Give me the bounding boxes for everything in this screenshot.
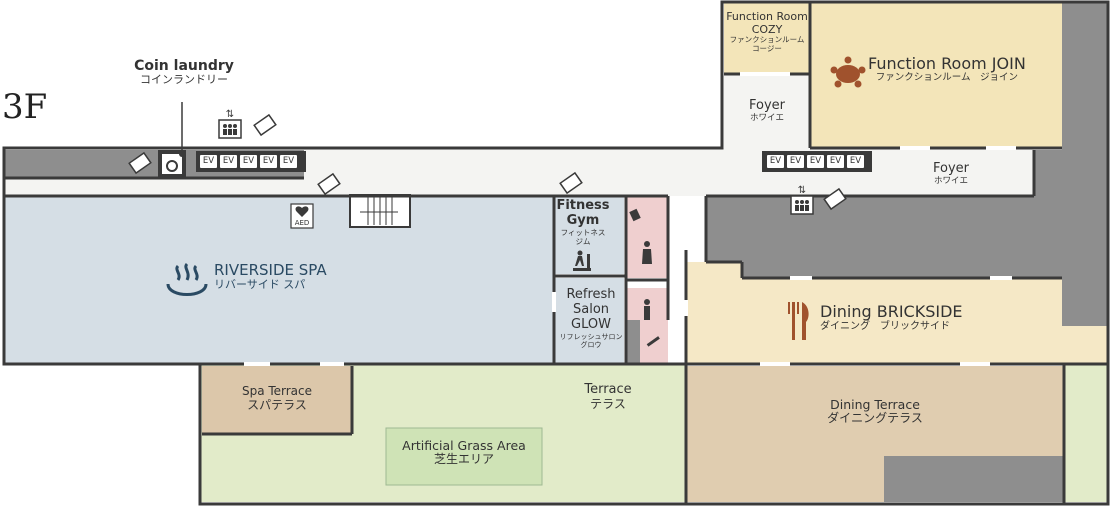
salon-jp: リフレッシュサロン グロウ [559, 332, 623, 349]
treadmill-icon [573, 250, 591, 271]
function-cozy-en1: Function Room [726, 10, 808, 23]
fork-knife-icon [788, 302, 809, 340]
spa-terrace-label: Spa Terrace スパテラス [202, 384, 352, 413]
middle-service-core [706, 196, 1062, 278]
dining-terrace-label: Dining Terrace ダイニングテラス [800, 397, 950, 426]
salon-en2: Salon [572, 301, 610, 317]
refresh-salon-room [554, 278, 624, 364]
dining-brickside-area [686, 262, 1108, 364]
artificial-grass-area [385, 427, 543, 486]
door-openings [244, 72, 1016, 366]
foyer-top-label: Foyer ホワイエ [736, 98, 798, 124]
elevator-right-3: EV [807, 155, 824, 168]
elevator-left-4: EV [260, 155, 277, 168]
spa-terrace-jp: スパテラス [247, 397, 307, 412]
gym-en2: Gym [566, 212, 600, 228]
dining-terrace-jp: ダイニングテラス [827, 411, 923, 426]
dining-label: Dining BRICKSIDE ダイニング ブリックサイド [820, 302, 963, 333]
spa-terrace-en: Spa Terrace [241, 384, 313, 398]
elevator-right-2: EV [787, 155, 804, 168]
gym-label: Fitness Gym フィットネス ジム [554, 198, 612, 246]
spa-en: RIVERSIDE SPA [214, 261, 327, 279]
riverside-spa-area [4, 196, 554, 364]
key-card-icons [128, 113, 847, 211]
coin-laundry-jp: コインランドリー [140, 73, 228, 87]
dining-jp: ダイニング ブリックサイド [820, 321, 950, 333]
dining-terrace-en: Dining Terrace [830, 397, 920, 412]
elevator-right-1: EV [767, 155, 784, 168]
onsen-icon [166, 262, 208, 296]
svg-text:⇅: ⇅ [798, 185, 806, 196]
foyer-right-jp: ホワイエ [934, 175, 968, 186]
spa-terrace-area [202, 366, 352, 434]
spa-label: RIVERSIDE SPA リバーサイド スパ [214, 261, 327, 292]
function-join-label: Function Room JOIN ファンクションルーム ジョイン [868, 54, 1026, 84]
elevator-right-4: EV [827, 155, 844, 168]
laundry-leader-dot [179, 151, 185, 157]
restroom-upper [626, 196, 668, 278]
elevator-left-3: EV [240, 155, 257, 168]
function-cozy-en2: COZY [751, 22, 783, 36]
elevator-left-2: EV [220, 155, 237, 168]
gym-jp: フィットネス ジム [560, 227, 606, 246]
terrace-label: Terrace テラス [568, 382, 648, 412]
function-join-en: Function Room JOIN [868, 54, 1026, 73]
foyer-right-label: Foyer ホワイエ [920, 161, 982, 187]
coin-laundry-en: Coin laundry [134, 58, 234, 74]
stairs-steps [360, 197, 398, 225]
foyer-top-en: Foyer [748, 98, 785, 113]
elevator-left-5: EV [280, 155, 297, 168]
aed-label: AED [294, 219, 310, 227]
coin-laundry-label: Coin laundry コインランドリー [122, 58, 246, 87]
grass-en: Artificial Grass Area [402, 438, 526, 453]
elevator-right-5: EV [847, 155, 864, 168]
function-join-jp: ファンクションルーム ジョイン [875, 72, 1018, 84]
dining-terrace-core [884, 456, 1064, 502]
floor-number: 3F [2, 87, 48, 127]
washing-machine-door [166, 160, 178, 172]
grass-jp: 芝生エリア [433, 452, 494, 467]
terrace-en: Terrace [584, 382, 632, 397]
salon-en1: Refresh [566, 287, 616, 302]
aed-icon [290, 203, 314, 229]
smoking-room [640, 326, 668, 364]
spa-jp: リバーサイド スパ [214, 278, 306, 292]
elevator-left-1: EV [200, 155, 217, 168]
restroom-icons [629, 208, 660, 347]
elevator-icon-left: ⇅ [218, 109, 242, 139]
function-cozy-jp: ファンクションルーム コージー [729, 35, 805, 53]
restroom-pipe-shaft [626, 320, 640, 364]
terrace-east-strip [1064, 364, 1108, 502]
function-room-cozy [724, 2, 810, 74]
svg-text:⇅: ⇅ [226, 109, 234, 120]
right-service-core [1034, 2, 1108, 326]
salon-en3: GLOW [571, 316, 611, 332]
gym-en1: Fitness [556, 198, 610, 213]
terrace-jp: テラス [590, 396, 626, 411]
dining-en: Dining BRICKSIDE [820, 302, 963, 321]
grass-label: Artificial Grass Area 芝生エリア [386, 438, 542, 467]
salon-label: Refresh Salon GLOW リフレッシュサロン グロウ [556, 287, 626, 349]
foyer-right-en: Foyer [932, 161, 969, 176]
meeting-icon [830, 56, 866, 88]
function-cozy-label: Function Room COZY ファンクションルーム コージー [724, 10, 810, 54]
elevator-icon-right: ⇅ [790, 185, 814, 215]
foyer-top-jp: ホワイエ [750, 112, 784, 123]
